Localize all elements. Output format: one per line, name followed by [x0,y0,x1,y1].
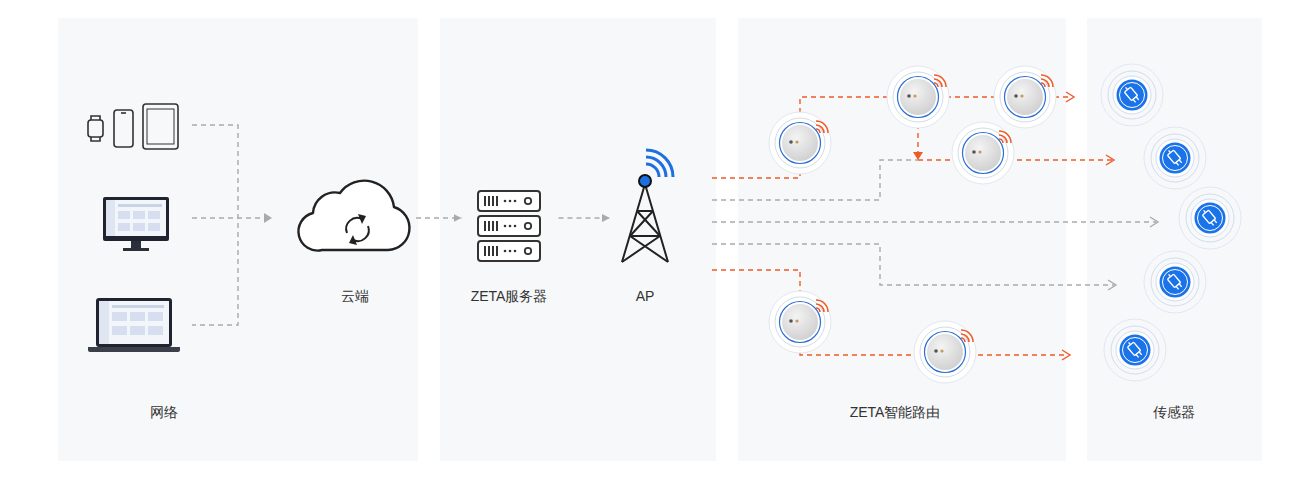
node-label: AP [636,286,655,306]
radio-links [712,97,1156,355]
ap-tower [622,150,673,262]
panel-heading: 网络 [150,402,178,422]
panel-ground [738,18,1066,461]
node-label: 云端 [341,286,369,306]
server-node: ZETA服务器 [466,168,553,310]
panel-ground [1087,18,1262,461]
routers [769,66,1056,383]
device-links [192,125,264,325]
server-panel [440,18,716,461]
ap-node: AP [614,168,676,310]
monitor [103,197,169,251]
sensors [1101,64,1241,381]
server-icon [478,191,540,261]
arrow-head [913,152,923,160]
panel-heading-wrap: ZETA智能路由 [850,402,941,422]
panel-heading: 传感器 [1153,402,1195,422]
cloud-icon [298,181,409,251]
panel-heading: ZETA智能路由 [850,402,941,422]
arrow-head [264,213,272,223]
cloud-node: 云端 [300,168,410,310]
panel-heading-wrap: 传感器 [1153,402,1195,422]
laptop [88,298,180,352]
devices [88,104,178,149]
region-panel: 传感器 [1087,18,1262,461]
panel-heading-wrap: 网络 [150,402,178,422]
node-label: ZETA服务器 [471,286,548,306]
region-panel: 网络 云端 [58,18,418,461]
flow-arrow [416,217,462,218]
flow-arrow [559,217,611,218]
region-panel: ZETA智能路由 [738,18,1066,461]
panel-ground [58,18,418,461]
